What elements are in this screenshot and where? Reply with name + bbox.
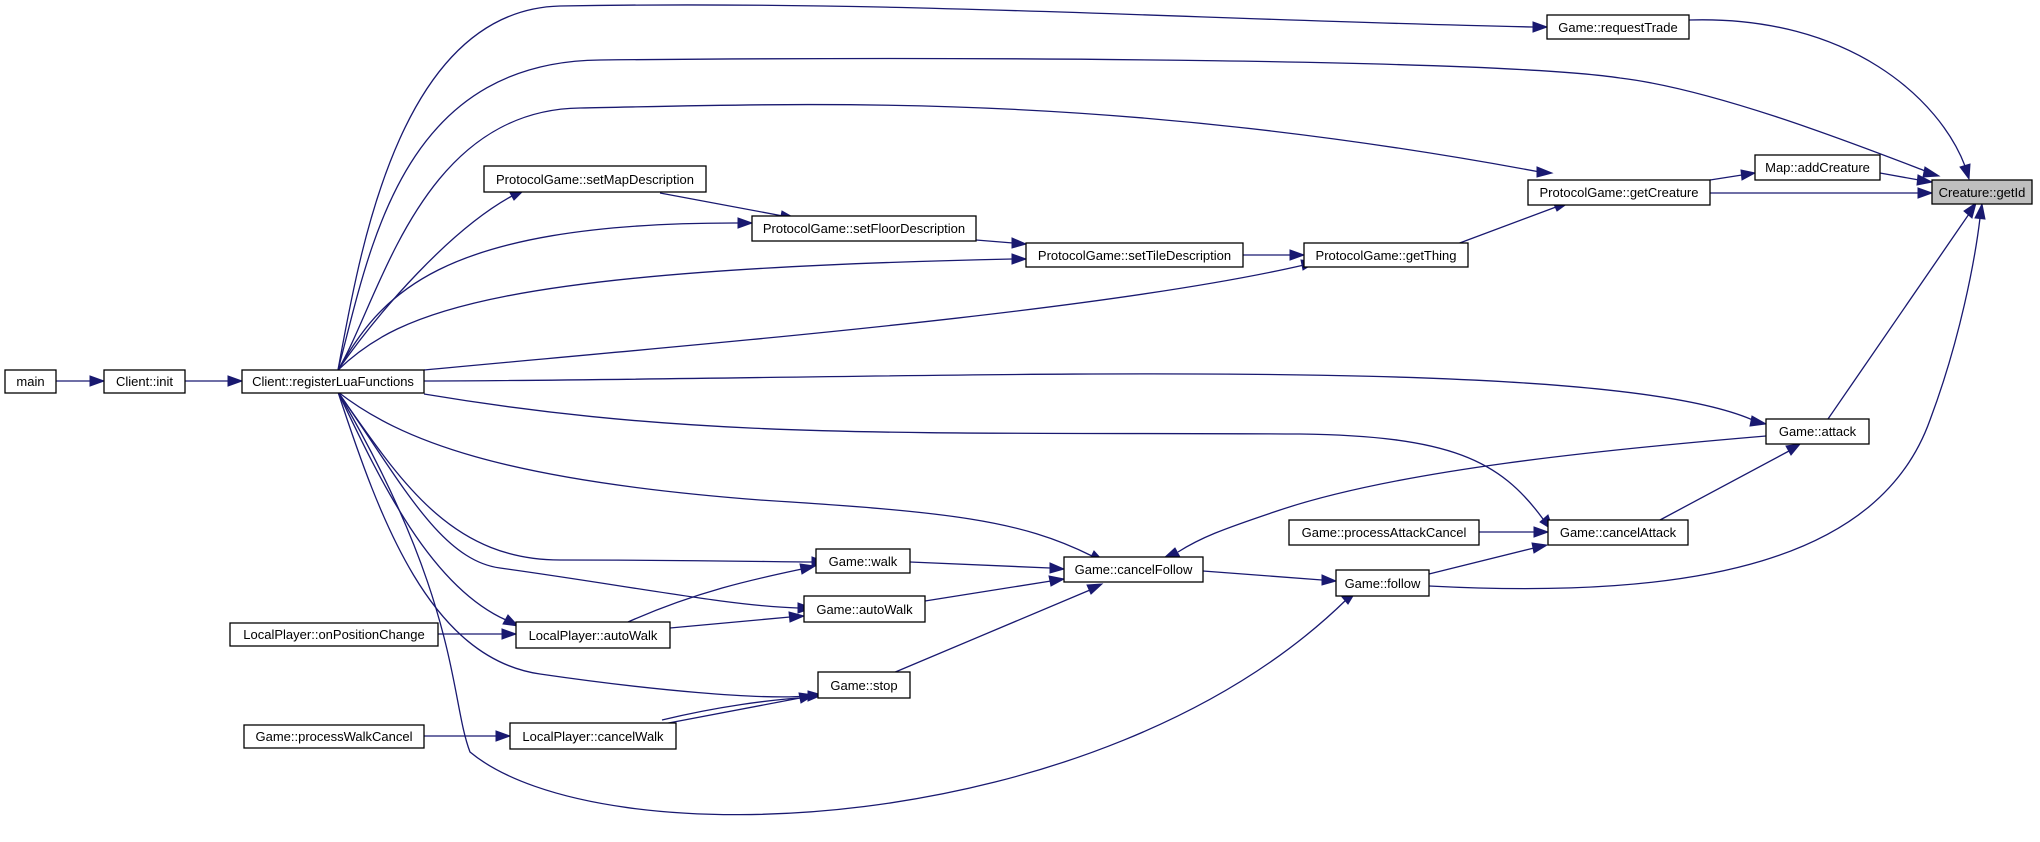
edge-register-lua-to-set-floor-description — [337, 217, 754, 371]
node-pg-get-creature-label: ProtocolGame::getCreature — [1540, 185, 1699, 200]
edge-process-attack-cancel-to-cancel-attack — [1479, 526, 1550, 538]
node-map-add-creature-label: Map::addCreature — [1765, 160, 1870, 175]
node-game-auto-walk[interactable]: Game::autoWalk — [803, 595, 926, 623]
node-game-walk[interactable]: Game::walk — [815, 548, 911, 574]
node-game-follow-label: Game::follow — [1345, 576, 1421, 591]
node-game-request-trade-label: Game::requestTrade — [1558, 20, 1677, 35]
node-lp-on-position-change[interactable]: LocalPlayer::onPositionChange — [229, 622, 439, 647]
edge-register-lua-to-cancel-follow — [337, 391, 1106, 563]
edge-cancel-follow-to-game-follow — [1202, 570, 1338, 586]
node-main-label: main — [16, 374, 44, 389]
node-pg-set-map-description[interactable]: ProtocolGame::setMapDescription — [483, 165, 707, 193]
node-game-attack[interactable]: Game::attack — [1765, 418, 1870, 445]
edge-main-to-client-init — [56, 375, 106, 387]
node-game-auto-walk-label: Game::autoWalk — [816, 602, 913, 617]
node-pg-set-floor-description-label: ProtocolGame::setFloorDescription — [763, 221, 965, 236]
node-lp-on-position-change-label: LocalPlayer::onPositionChange — [243, 627, 424, 642]
node-game-walk-label: Game::walk — [829, 554, 898, 569]
edge-register-lua-to-lp-auto-walk — [337, 391, 520, 627]
edge-set-floor-description-to-set-tile-description — [975, 237, 1028, 249]
edge-client-init-to-register-lua — [185, 375, 244, 387]
edge-on-position-change-to-lp-auto-walk — [438, 628, 518, 640]
node-pg-get-creature[interactable]: ProtocolGame::getCreature — [1527, 179, 1711, 206]
node-game-cancel-attack[interactable]: Game::cancelAttack — [1547, 519, 1689, 546]
edge-lp-auto-walk-to-game-auto-walk — [669, 611, 806, 629]
edge-get-creature-to-add-creature — [1709, 169, 1757, 181]
edge-register-lua-to-set-map-description — [337, 189, 526, 371]
edge-register-lua-to-set-tile-description — [337, 253, 1028, 371]
edge-game-follow-to-cancel-attack — [1428, 542, 1549, 575]
node-main[interactable]: main — [4, 369, 57, 394]
edge-game-follow-to-creature-get-id — [1428, 202, 1986, 590]
edge-lp-cancel-walk-to-game-stop — [657, 692, 816, 726]
node-client-init[interactable]: Client::init — [103, 369, 186, 394]
node-game-process-walk-cancel-label: Game::processWalkCancel — [255, 729, 412, 744]
edge-get-thing-to-get-creature — [1456, 201, 1570, 245]
edge-cancel-attack-to-game-attack — [1659, 443, 1802, 521]
node-game-follow[interactable]: Game::follow — [1335, 569, 1430, 597]
node-creature-get-id-label: Creature::getId — [1939, 185, 2026, 200]
edge-lp-auto-walk-to-game-walk — [627, 563, 817, 623]
edge-lp-cancel-walk-to-game-stop-alt — [661, 697, 801, 721]
node-client-init-label: Client::init — [116, 374, 173, 389]
node-lp-cancel-walk-label: LocalPlayer::cancelWalk — [522, 729, 664, 744]
edge-register-lua-to-creature-get-id — [337, 57, 1941, 371]
edge-game-stop-to-cancel-follow — [892, 583, 1104, 674]
node-pg-set-tile-description-label: ProtocolGame::setTileDescription — [1038, 248, 1231, 263]
node-game-cancel-attack-label: Game::cancelAttack — [1560, 525, 1677, 540]
edge-register-lua-to-get-creature — [337, 103, 1554, 371]
edge-game-attack-to-creature-get-id — [1827, 201, 1977, 420]
edge-process-walk-cancel-to-lp-cancel-walk — [424, 730, 512, 742]
node-lp-auto-walk-label: LocalPlayer::autoWalk — [529, 628, 658, 643]
node-game-stop[interactable]: Game::stop — [817, 671, 911, 699]
node-pg-get-thing-label: ProtocolGame::getThing — [1316, 248, 1457, 263]
node-game-request-trade[interactable]: Game::requestTrade — [1546, 14, 1690, 40]
node-creature-get-id[interactable]: Creature::getId — [1931, 179, 2033, 205]
node-game-process-attack-cancel[interactable]: Game::processAttackCancel — [1288, 519, 1480, 546]
node-game-cancel-follow-label: Game::cancelFollow — [1075, 562, 1193, 577]
edge-get-creature-to-creature-get-id — [1710, 187, 1934, 199]
node-pg-get-thing[interactable]: ProtocolGame::getThing — [1303, 242, 1469, 268]
node-register-lua-functions-label: Client::registerLuaFunctions — [252, 374, 414, 389]
node-pg-set-tile-description[interactable]: ProtocolGame::setTileDescription — [1025, 242, 1244, 268]
edge-request-trade-to-creature-get-id — [1688, 19, 1971, 181]
edge-game-walk-to-cancel-follow — [909, 561, 1066, 574]
node-register-lua-functions[interactable]: Client::registerLuaFunctions — [241, 369, 425, 394]
node-game-attack-label: Game::attack — [1779, 424, 1857, 439]
edge-register-lua-to-game-stop — [337, 391, 824, 702]
node-pg-set-floor-description[interactable]: ProtocolGame::setFloorDescription — [751, 215, 977, 242]
node-game-cancel-follow[interactable]: Game::cancelFollow — [1063, 556, 1204, 583]
edge-set-tile-description-to-get-thing — [1243, 249, 1306, 261]
node-game-process-walk-cancel[interactable]: Game::processWalkCancel — [243, 724, 425, 749]
node-lp-auto-walk[interactable]: LocalPlayer::autoWalk — [515, 621, 671, 649]
edge-game-auto-walk-to-cancel-follow — [924, 575, 1066, 602]
node-pg-set-map-description-label: ProtocolGame::setMapDescription — [496, 172, 694, 187]
node-map-add-creature[interactable]: Map::addCreature — [1754, 154, 1881, 181]
edge-register-lua-to-game-auto-walk — [337, 391, 814, 614]
edge-add-creature-to-creature-get-id — [1879, 172, 1934, 186]
node-game-process-attack-cancel-label: Game::processAttackCancel — [1302, 525, 1467, 540]
node-lp-cancel-walk[interactable]: LocalPlayer::cancelWalk — [509, 722, 677, 750]
edge-register-lua-to-cancel-attack — [423, 393, 1554, 532]
edge-register-lua-to-get-thing — [423, 259, 1318, 371]
edge-register-lua-to-game-attack — [423, 373, 1768, 427]
edge-register-lua-to-request-trade — [337, 4, 1549, 371]
node-game-stop-label: Game::stop — [830, 678, 897, 693]
